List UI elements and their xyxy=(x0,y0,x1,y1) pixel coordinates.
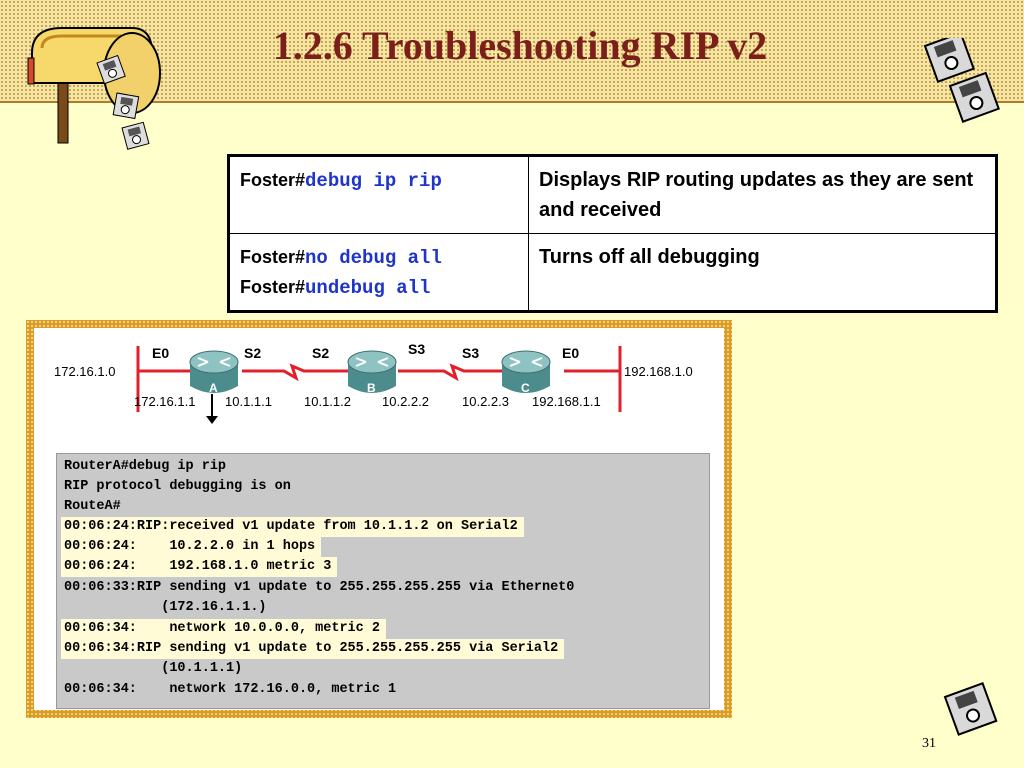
serial-link-ab xyxy=(242,363,352,382)
ip-label: 172.16.1.1 xyxy=(134,394,195,409)
command-table: Foster#debug ip rip Displays RIP routing… xyxy=(227,154,998,313)
terminal-line: 00:06:34:RIP sending v1 update to 255.25… xyxy=(61,639,565,659)
terminal-line: (10.1.1.1) xyxy=(64,661,243,676)
terminal-line: RouterA#debug ip rip xyxy=(64,459,227,474)
table-row: Foster#debug ip rip Displays RIP routing… xyxy=(228,155,997,234)
slide-title: 1.2.6 Troubleshooting RIP v2 xyxy=(272,23,768,68)
command-line: Foster#debug ip rip xyxy=(240,165,518,195)
terminal-line: 00:06:34: network 10.0.0.0, metric 2 xyxy=(61,619,386,639)
command-code: debug ip rip xyxy=(305,170,442,192)
table-row: Foster#no debug all Foster#undebug all T… xyxy=(228,233,997,312)
arrow-down-icon xyxy=(206,416,218,424)
network-diagram: A B C E0 S2 S2 S3 S3 E0 xyxy=(54,341,693,424)
command-line: Foster#no debug all xyxy=(240,242,518,272)
command-code: no debug all xyxy=(305,247,442,269)
router-label: C xyxy=(521,381,530,395)
command-description: Displays RIP routing updates as they are… xyxy=(539,169,974,221)
command-prompt: Foster# xyxy=(240,170,306,190)
description-cell: Turns off all debugging xyxy=(528,233,997,312)
command-prompt: Foster# xyxy=(240,277,306,297)
router-icon: C xyxy=(501,350,551,395)
ip-label: 10.1.1.2 xyxy=(304,394,351,409)
interface-label: S2 xyxy=(312,345,329,361)
command-description: Turns off all debugging xyxy=(539,246,760,268)
figure-frame: A B C E0 S2 S2 S3 S3 E0 xyxy=(26,320,732,718)
router-label: A xyxy=(209,381,218,395)
command-prompt: Foster# xyxy=(240,247,306,267)
terminal-line: 00:06:34: network 172.16.0.0, metric 1 xyxy=(64,682,397,697)
serial-link-bc xyxy=(398,363,504,382)
router-icon: B xyxy=(347,350,397,395)
terminal-output: RouterA#debug ip rip RIP protocol debugg… xyxy=(56,453,710,709)
command-cell: Foster#debug ip rip xyxy=(228,155,529,234)
terminal-line: (172.16.1.1.) xyxy=(64,600,267,615)
terminal-line: 00:06:24: 10.2.2.0 in 1 hops xyxy=(61,537,322,557)
router-icon: A xyxy=(189,350,239,395)
floppy-disk-icon xyxy=(943,682,998,736)
interface-label: S2 xyxy=(244,345,261,361)
ip-label: 10.1.1.1 xyxy=(225,394,272,409)
mailbox-icon xyxy=(27,27,161,150)
router-label: B xyxy=(367,381,376,395)
command-code: undebug all xyxy=(305,277,431,299)
interface-label: E0 xyxy=(152,345,169,361)
command-cell: Foster#no debug all Foster#undebug all xyxy=(228,233,529,312)
terminal-line: RIP protocol debugging is on xyxy=(64,479,291,494)
ip-label: 10.2.2.2 xyxy=(382,394,429,409)
terminal-line: 00:06:24: 192.168.1.0 metric 3 xyxy=(61,557,338,577)
ip-label: 192.168.1.1 xyxy=(532,394,601,409)
terminal-line: RouteA# xyxy=(64,499,121,514)
terminal-line: 00:06:24:RIP:received v1 update from 10.… xyxy=(61,517,524,537)
command-line: Foster#undebug all xyxy=(240,272,518,302)
figure-panel: A B C E0 S2 S2 S3 S3 E0 xyxy=(34,328,724,710)
ip-label: 10.2.2.3 xyxy=(462,394,509,409)
page-number: 31 xyxy=(922,736,936,751)
interface-label: S3 xyxy=(462,345,479,361)
header-band xyxy=(0,0,1024,103)
interface-label: E0 xyxy=(562,345,579,361)
network-label: 192.168.1.0 xyxy=(624,364,693,379)
terminal-line: 00:06:33:RIP sending v1 update to 255.25… xyxy=(64,580,575,595)
description-cell: Displays RIP routing updates as they are… xyxy=(528,155,997,234)
interface-label: S3 xyxy=(408,341,425,357)
floppy-disk-icon xyxy=(923,38,1000,123)
network-label: 172.16.1.0 xyxy=(54,364,115,379)
